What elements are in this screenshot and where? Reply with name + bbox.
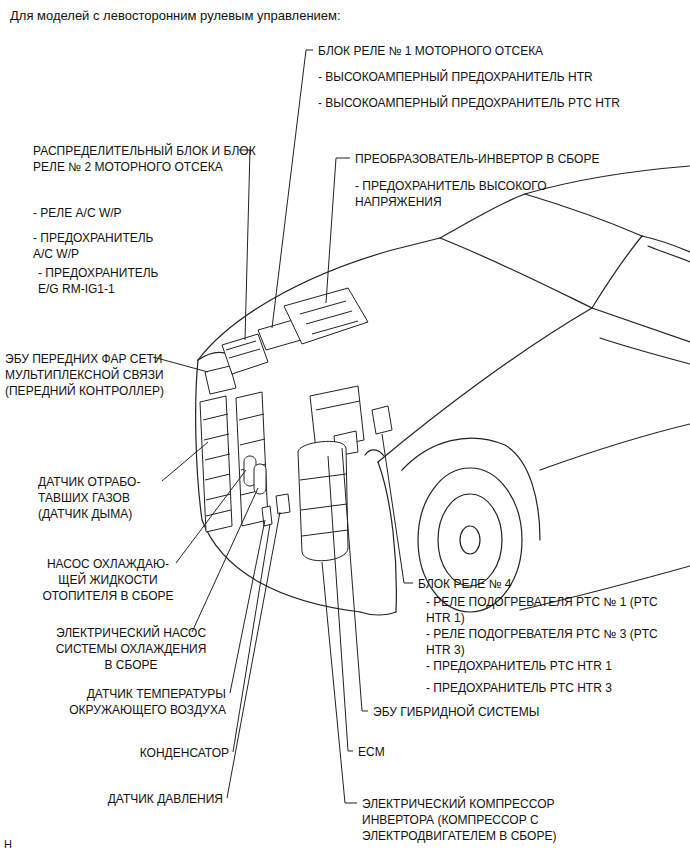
relay-label-box: - РЕЛЕ A/C W/P — [33, 205, 213, 221]
inverter-label: ПРЕОБРАЗОВАТЕЛЬ-ИНВЕРТОР В СБОРЕ — [355, 152, 599, 166]
components — [276, 494, 290, 514]
relay-label-box: - РЕЛЕ ПОДОГРЕВАТЕЛЯ PTC № 3 (PTC HTR 3) — [426, 626, 682, 658]
fuse-label-box: - ПРЕДОХРАНИТЕЛЬ ВЫСОКОГО НАПРЯЖЕНИЯ — [355, 178, 585, 210]
pump-label-box: НАСОС ОХЛАЖДАЮ- ЩЕЙ ЖИДКОСТИ ОТОПИТЕЛЯ В… — [33, 556, 183, 604]
ecu-label: ECM — [358, 745, 385, 759]
leader-lines — [233, 524, 270, 752]
car-body — [360, 612, 396, 615]
relay-block-label-box: БЛОК РЕЛЕ № 4 — [418, 576, 678, 592]
car-body — [440, 238, 592, 308]
fuse-label: - ПРЕДОХРАНИТЕЛЬ ВЫСОКОГО НАПРЯЖЕНИЯ — [355, 179, 547, 209]
ecu-label-box: ЭБУ ГИБРИДНОЙ СИСТЕМЫ — [373, 704, 673, 720]
fuse-label-box: - ВЫСОКОАМПЕРНЫЙ ПРЕДОХРАНИТЕЛЬ HTR — [318, 69, 678, 85]
fuse-label-box: - ПРЕДОХРАНИТЕЛЬ PTC HTR 3 — [426, 680, 682, 696]
leader-lines — [322, 562, 357, 803]
components — [254, 464, 266, 494]
compressor-label: ЭЛЕКТРИЧЕСКИЙ КОМПРЕССОР ИНВЕРТОРА (КОМП… — [362, 797, 556, 843]
car-body — [378, 462, 396, 612]
car-body — [440, 166, 690, 238]
components — [200, 396, 232, 532]
sensor-label: ДАТЧИК ДАВЛЕНИЯ — [108, 792, 223, 806]
leader-lines — [230, 520, 265, 693]
condenser-label: КОНДЕНСАТОР — [140, 746, 229, 760]
car-body — [540, 424, 690, 470]
leader-lines — [239, 150, 250, 340]
fuse-label: - ПРЕДОХРАНИТЕЛЬ PTC HTR 3 — [426, 681, 612, 695]
fuse-label-box: - ПРЕДОХРАНИТЕЛЬ PTC HTR 1 — [426, 658, 682, 674]
components — [300, 301, 358, 334]
figure-code-box: H — [4, 836, 34, 852]
leader-lines — [176, 470, 246, 563]
ecu-label-box: ЭБУ ПЕРЕДНИХ ФАР СЕТИ МУЛЬТИПЛЕКСНОЙ СВЯ… — [5, 351, 181, 399]
fuse-label-box: - ПРЕДОХРАНИТЕЛЬ E/G RM-IG1-1 — [38, 265, 178, 297]
relay-block-label: БЛОК РЕЛЕ № 4 — [418, 577, 512, 591]
components — [236, 392, 268, 526]
fuse-label: - ВЫСОКОАМПЕРНЫЙ ПРЕДОХРАНИТЕЛЬ PTC HTR — [318, 96, 620, 110]
fuse-label: - ПРЕДОХРАНИТЕЛЬ A/C W/P — [33, 231, 153, 261]
sensor-label: ДАТЧИК ОТРАБО- ТАВШИХ ГАЗОВ (ДАТЧИК ДЫМА… — [38, 475, 140, 521]
relay-label: - РЕЛЕ A/C W/P — [33, 206, 122, 220]
fuse-label: - ПРЕДОХРАНИТЕЛЬ E/G RM-IG1-1 — [38, 266, 158, 296]
heading-box: Для моделей с левосторонним рулевым упра… — [10, 7, 670, 24]
car-body — [592, 308, 690, 342]
ecu-label: ЭБУ ГИБРИДНОЙ СИСТЕМЫ — [373, 705, 539, 719]
sensor-label-box: ДАТЧИК ОТРАБО- ТАВШИХ ГАЗОВ (ДАТЧИК ДЫМА… — [38, 474, 170, 522]
sensor-label-box: ДАТЧИК ДАВЛЕНИЯ — [72, 791, 223, 807]
leader-lines — [342, 448, 368, 711]
car-body — [592, 236, 642, 308]
front-wheel — [438, 494, 502, 586]
relay-label: - РЕЛЕ ПОДОГРЕВАТЕЛЯ PTC № 1 (PTC HTR 1) — [426, 595, 658, 625]
sensor-label: ДАТЧИК ТЕМПЕРАТУРЫ ОКРУЖАЮЩЕГО ВОЗДУХА — [69, 687, 226, 717]
inverter-label-box: ПРЕОБРАЗОВАТЕЛЬ-ИНВЕРТОР В СБОРЕ — [355, 151, 675, 167]
car-body — [648, 246, 690, 262]
junction-block-label: РАСПРЕДЕЛИТЕЛЬНЫЙ БЛОК И БЛОК РЕЛЕ № 2 М… — [33, 144, 256, 174]
components — [300, 474, 348, 536]
front-wheel — [418, 468, 522, 612]
fuse-label-box: - ПРЕДОХРАНИТЕЛЬ A/C W/P — [33, 230, 173, 262]
junction-block-label-box: РАСПРЕДЕЛИТЕЛЬНЫЙ БЛОК И БЛОК РЕЛЕ № 2 М… — [33, 143, 265, 175]
relay-label-box: - РЕЛЕ ПОДОГРЕВАТЕЛЯ PTC № 1 (PTC HTR 1) — [426, 594, 682, 626]
leader-lines — [162, 442, 208, 481]
components — [239, 414, 266, 495]
fuse-label-box: - ВЫСОКОАМПЕРНЫЙ ПРЕДОХРАНИТЕЛЬ PTC HTR — [318, 95, 678, 111]
relay-label: - РЕЛЕ ПОДОГРЕВАТЕЛЯ PTC № 3 (PTC HTR 3) — [426, 627, 658, 657]
components — [372, 406, 392, 434]
ecu-label-box: ECM — [358, 744, 458, 760]
pump-label: ЭЛЕКТРИЧЕСКИЙ НАСОС СИСТЕМЫ ОХЛАЖДЕНИЯ В… — [56, 626, 207, 672]
car-body — [600, 338, 690, 364]
components — [298, 441, 348, 560]
compressor-label-box: ЭЛЕКТРИЧЕСКИЙ КОМПРЕССОР ИНВЕРТОРА (КОМП… — [362, 796, 598, 844]
components — [316, 401, 360, 410]
components — [203, 414, 231, 516]
car-body — [196, 166, 690, 615]
relay-block-label-box: БЛОК РЕЛЕ № 1 МОТОРНОГО ОТСЕКА — [318, 43, 678, 59]
pump-label: НАСОС ОХЛАЖДАЮ- ЩЕЙ ЖИДКОСТИ ОТОПИТЕЛЯ В… — [42, 557, 173, 603]
components — [226, 341, 260, 358]
car-body — [525, 194, 642, 236]
leader-lines — [328, 456, 353, 751]
fuse-label: - ВЫСОКОАМПЕРНЫЙ ПРЕДОХРАНИТЕЛЬ HTR — [318, 70, 593, 84]
components — [200, 288, 392, 561]
leader-lines — [272, 50, 313, 328]
pump-label-box: ЭЛЕКТРИЧЕСКИЙ НАСОС СИСТЕМЫ ОХЛАЖДЕНИЯ В… — [55, 625, 207, 673]
components — [262, 506, 272, 526]
fuse-label: - ПРЕДОХРАНИТЕЛЬ PTC HTR 1 — [426, 659, 612, 673]
sensor-label-box: ДАТЧИК ТЕМПЕРАТУРЫ ОКРУЖАЮЩЕГО ВОЗДУХА — [40, 686, 226, 718]
condenser-label-box: КОНДЕНСАТОР — [108, 745, 229, 761]
figure-code: H — [4, 838, 12, 850]
leader-lines — [382, 434, 413, 583]
front-wheel — [460, 526, 480, 554]
relay-block-label: БЛОК РЕЛЕ № 1 МОТОРНОГО ОТСЕКА — [318, 44, 543, 58]
leader-lines — [326, 158, 350, 303]
heading: Для моделей с левосторонним рулевым упра… — [10, 8, 341, 23]
ecu-label: ЭБУ ПЕРЕДНИХ ФАР СЕТИ МУЛЬТИПЛЕКСНОЙ СВЯ… — [5, 352, 164, 398]
leader-lines — [227, 512, 280, 798]
car-body — [642, 236, 690, 252]
car-body — [365, 450, 384, 456]
front-wheel — [418, 468, 522, 612]
leader-lines — [192, 488, 258, 632]
